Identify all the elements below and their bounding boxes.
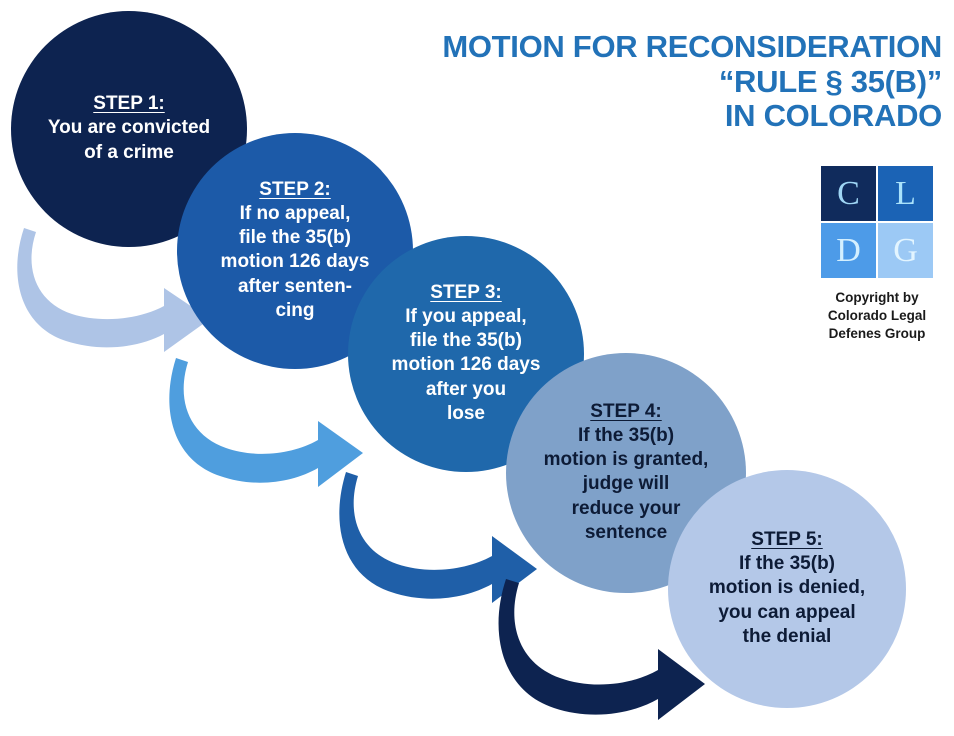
step-3-text: If you appeal, file the 35(b) motion 126… [391,305,541,424]
step-2-label: STEP 2: [259,178,331,200]
step-5-text: If the 35(b) motion is denied, you can a… [708,552,866,647]
step-3-label: STEP 3: [430,281,502,303]
logo-letter-c: C [821,166,876,221]
cldg-logo-icon: C L D G [821,166,933,278]
logo-letter-l: L [878,166,933,221]
step-1-text: You are convicted of a crime [47,116,211,163]
cldg-logo-block: C L D G Copyright by Colorado Legal Defe… [812,166,942,344]
arrow-step4-to-step5-icon [498,579,705,720]
arrow-step2-to-step3-icon [169,358,363,487]
copyright-line-3: Defenes Group [828,326,926,342]
step-4-label: STEP 4: [590,400,662,422]
title-line-2: “RULE § 35(B)” [718,63,942,99]
copyright-text: Copyright by Colorado Legal Defenes Grou… [812,289,942,344]
title-line-3: IN COLORADO [724,98,942,134]
step-circle-5[interactable]: STEP 5: If the 35(b) motion is denied, y… [668,470,906,708]
arrow-step3-to-step4-icon [339,472,537,603]
logo-letter-g: G [878,223,933,278]
step-1-label: STEP 1: [93,92,165,114]
copyright-line-1: Copyright by [835,290,919,305]
logo-letter-d: D [821,223,876,278]
step-5-label: STEP 5: [751,528,823,550]
arrow-step1-to-step2-icon [17,228,211,352]
step-2-text: If no appeal, file the 35(b) motion 126 … [220,202,370,321]
step-4-text: If the 35(b) motion is granted, judge wi… [543,424,709,543]
copyright-line-2: Colorado Legal [827,308,927,324]
title-line-1: MOTION FOR RECONSIDERATION [442,29,942,64]
page-title: MOTION FOR RECONSIDERATION “RULE § 35(B)… [282,29,942,134]
